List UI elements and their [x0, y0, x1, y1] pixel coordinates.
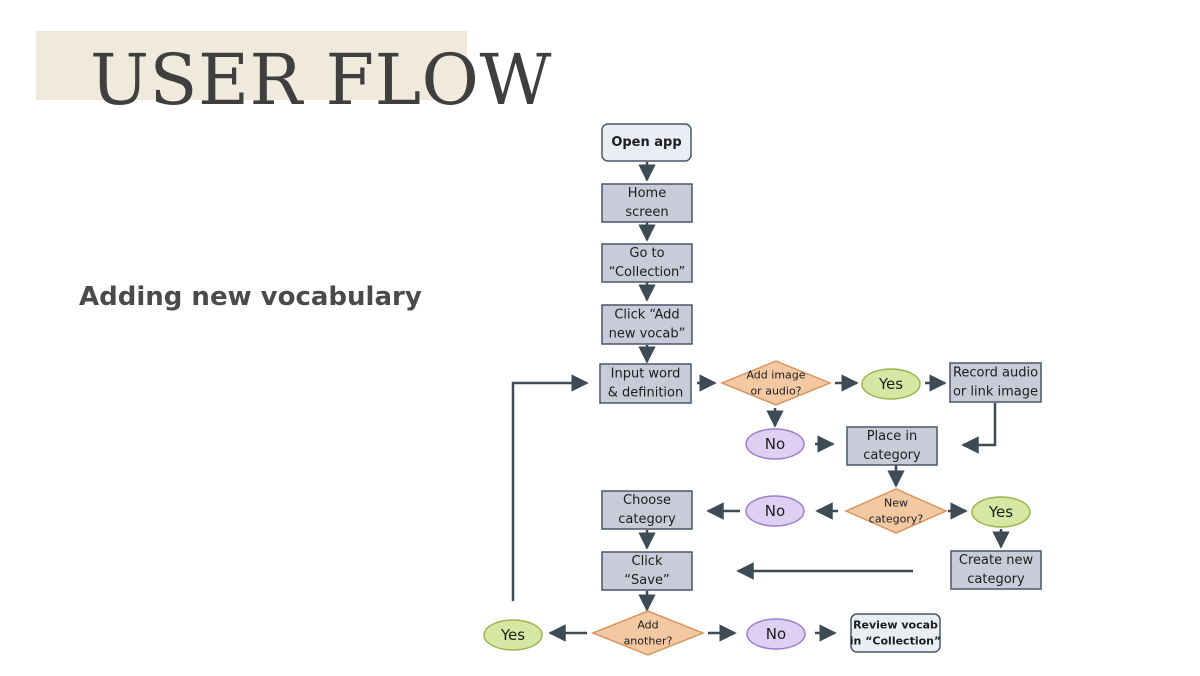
yes-oval — [861, 368, 921, 400]
node-label: Review vocab — [853, 619, 938, 632]
node-add-media: Add image or audio? — [720, 360, 832, 406]
node-label: No — [766, 625, 786, 643]
yes-oval — [483, 619, 543, 651]
node-label: category — [967, 572, 1025, 587]
node-no-another: No — [746, 618, 806, 650]
node-label: Open app — [611, 135, 681, 150]
decision-diamond — [720, 360, 832, 406]
node-label: Yes — [500, 626, 525, 644]
process-box — [601, 490, 693, 530]
flow-connectors — [511, 162, 1010, 642]
node-label: New — [884, 497, 908, 510]
no-oval — [746, 618, 806, 650]
node-label: screen — [625, 205, 668, 220]
terminal-box — [850, 613, 941, 653]
node-yes-category: Yes — [971, 496, 1031, 528]
node-label: Add — [637, 619, 658, 632]
arrow-record-to-place — [961, 403, 997, 454]
node-label: Go to — [629, 246, 664, 261]
node-label: Click — [632, 554, 663, 569]
node-label: category — [618, 512, 676, 527]
node-label: or audio? — [750, 384, 801, 397]
node-no-category: No — [745, 495, 805, 527]
arrow-loop-back-to-input — [511, 374, 589, 601]
no-oval — [745, 495, 805, 527]
node-label: Create new — [959, 553, 1034, 568]
process-box — [601, 304, 693, 345]
node-label: “Save” — [624, 573, 669, 588]
node-label: Yes — [878, 375, 903, 393]
node-label: Choose — [623, 493, 671, 508]
node-click-add: Click “Add new vocab” — [601, 304, 693, 345]
node-yes-media: Yes — [861, 368, 921, 400]
node-label: No — [765, 502, 785, 520]
node-choose-category: Choose category — [601, 490, 693, 530]
node-label: & definition — [608, 385, 683, 400]
process-box — [949, 362, 1042, 403]
process-box — [846, 426, 938, 466]
node-click-save: Click “Save” — [601, 551, 693, 591]
node-label: Place in — [867, 429, 918, 444]
node-place-category: Place in category — [846, 426, 938, 466]
process-box — [599, 363, 692, 404]
node-label: Home — [628, 186, 666, 201]
node-review-vocab: Review vocab in “Collection” — [850, 613, 941, 653]
node-yes-another: Yes — [483, 619, 543, 651]
node-create-category: Create new category — [950, 550, 1042, 590]
decision-diamond — [844, 488, 948, 534]
node-label: No — [765, 435, 785, 453]
terminal-box — [601, 123, 692, 162]
title-highlight-band — [36, 31, 467, 100]
node-go-collection: Go to “Collection” — [601, 243, 693, 283]
node-label: Add image — [746, 369, 805, 382]
node-open-app: Open app — [601, 123, 692, 162]
no-oval — [745, 428, 805, 460]
node-label: or link image — [953, 384, 1038, 399]
node-record-audio: Record audio or link image — [949, 362, 1042, 403]
yes-oval — [971, 496, 1031, 528]
process-box — [601, 183, 693, 223]
node-label: category? — [869, 512, 924, 525]
node-label: Record audio — [953, 366, 1038, 381]
node-label: in “Collection” — [850, 634, 941, 647]
node-add-another: Add another? — [590, 610, 706, 656]
node-new-category: New category? — [844, 488, 948, 534]
node-no-media: No — [745, 428, 805, 460]
node-label: another? — [624, 634, 673, 647]
node-label: Click “Add — [614, 308, 679, 323]
node-label: Input word — [611, 367, 681, 382]
process-box — [601, 243, 693, 283]
node-label: Yes — [988, 503, 1013, 521]
node-label: new vocab” — [609, 326, 686, 341]
page-title: USER FLOW — [90, 39, 552, 121]
node-home-screen: Home screen — [601, 183, 693, 223]
flow-subtitle: Adding new vocabulary — [79, 282, 422, 312]
node-label: “Collection” — [609, 265, 686, 280]
decision-diamond — [590, 610, 706, 656]
process-box — [601, 551, 693, 591]
node-input-word: Input word & definition — [599, 363, 692, 404]
process-box — [950, 550, 1042, 590]
node-label: category — [863, 448, 921, 463]
